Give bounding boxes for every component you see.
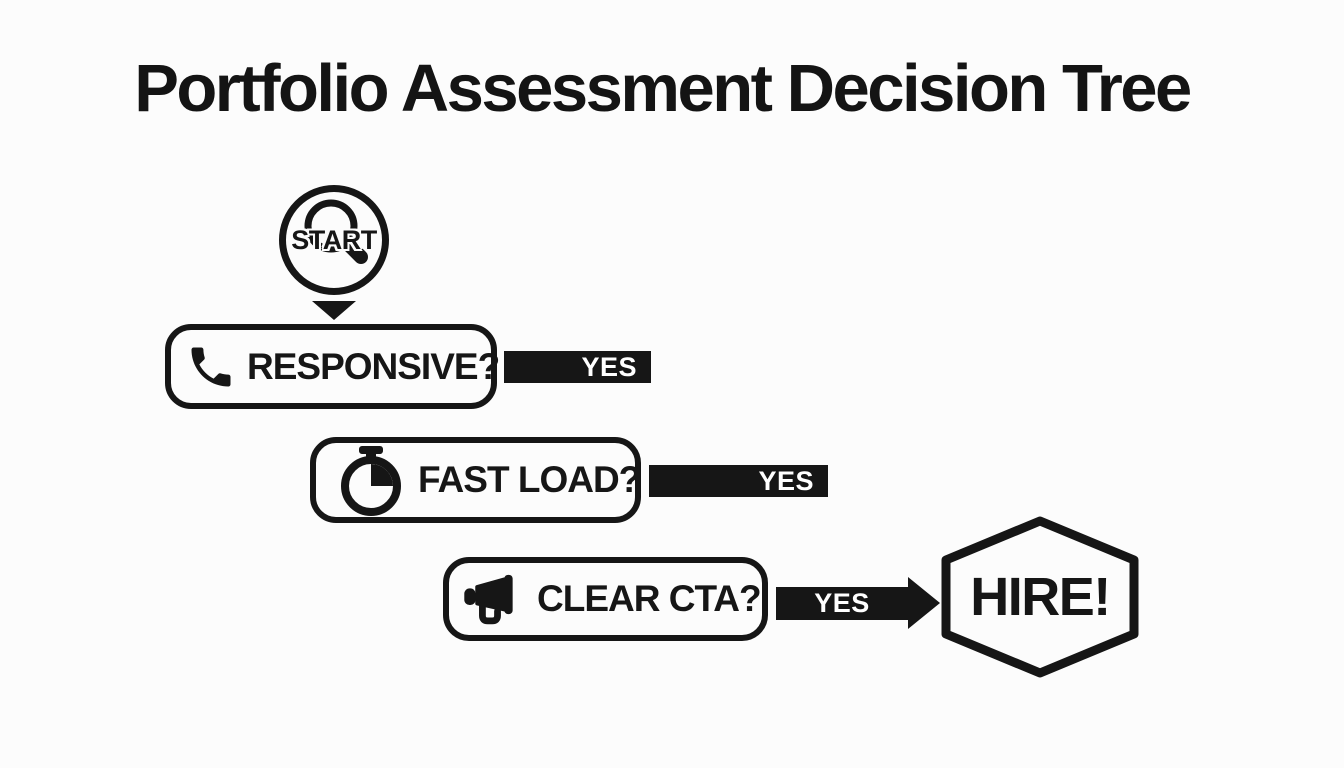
yes-connector-responsive: YES — [504, 351, 651, 383]
result-label: HIRE! — [970, 567, 1111, 627]
node-responsive: RESPONSIVE? — [165, 324, 500, 409]
node-clear-cta-label: CLEAR CTA? — [537, 578, 762, 619]
page-title: Portfolio Assessment Decision Tree — [134, 51, 1192, 126]
yes-label: YES — [814, 587, 870, 618]
yes-label: YES — [758, 465, 814, 496]
start-label: START — [291, 224, 377, 255]
stopwatch-icon — [338, 444, 404, 516]
yes-connector-clear-cta: YES — [776, 577, 940, 629]
node-clear-cta: CLEAR CTA? — [443, 557, 768, 641]
yes-arrow-shaft: YES — [776, 586, 908, 620]
node-fast-load: FAST LOAD? — [310, 437, 641, 523]
megaphone-icon — [459, 568, 527, 630]
node-fast-load-label: FAST LOAD? — [418, 459, 641, 500]
result-node-hire: HIRE! — [938, 513, 1142, 681]
phone-icon — [185, 341, 237, 393]
hexagon-shape — [941, 516, 1139, 678]
yes-connector-fast-load: YES — [649, 465, 828, 497]
node-responsive-label: RESPONSIVE? — [247, 345, 500, 387]
yes-label: YES — [581, 351, 637, 382]
start-node: START — [279, 185, 389, 295]
arrow-right-icon — [908, 577, 940, 629]
arrow-down-icon — [312, 301, 356, 320]
